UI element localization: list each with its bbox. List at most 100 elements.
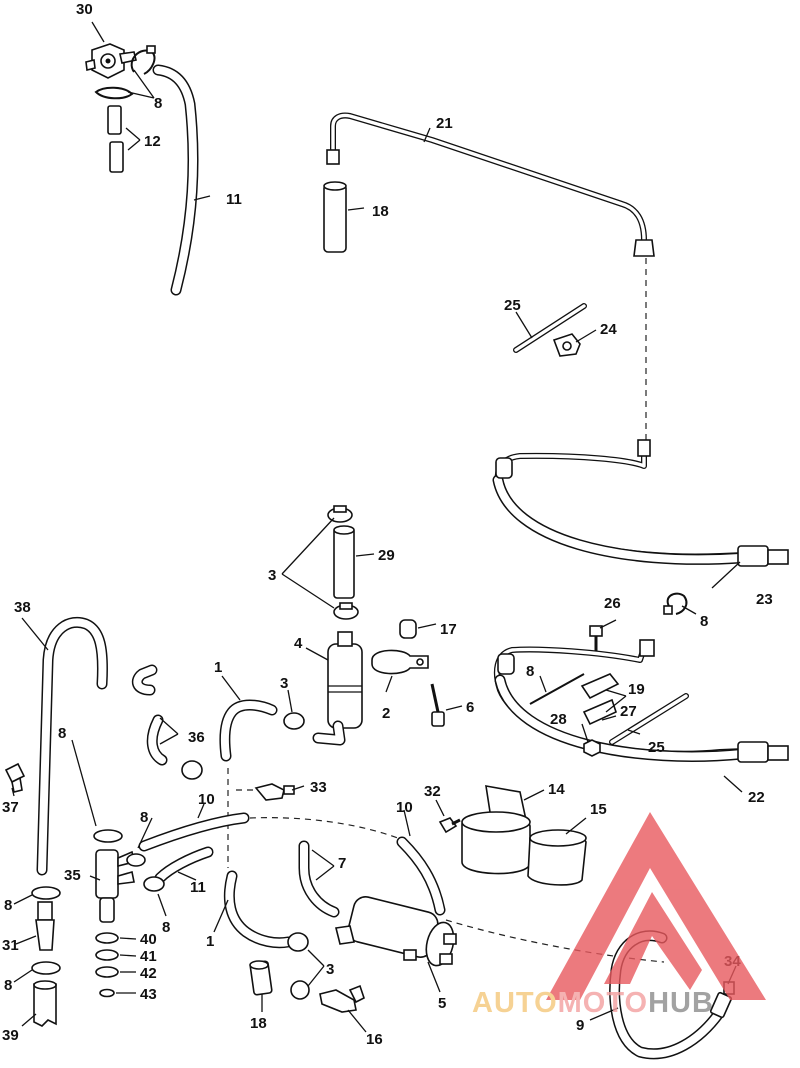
part-25-tie-strap-lower <box>609 693 689 745</box>
part-3-clamp-upper <box>327 505 353 523</box>
part-29-sleeve <box>333 525 355 599</box>
callout-25: 25 <box>648 739 665 756</box>
callout-3: 3 <box>280 675 288 692</box>
part-12-sleeves <box>107 105 124 173</box>
callout-10: 10 <box>396 799 413 816</box>
part-1-elbow-hose-lower <box>223 870 294 949</box>
callout-39: 39 <box>2 1027 19 1044</box>
part-25-tie-strap-top <box>513 303 587 353</box>
part-26-screw <box>589 625 603 654</box>
callout-27: 27 <box>620 703 637 720</box>
parts-40-43-seals <box>95 932 119 998</box>
callout-28: 28 <box>550 711 567 728</box>
callout-15: 15 <box>590 801 607 818</box>
watermark-triangle-outer <box>546 812 766 1000</box>
watermark-text-moto: MOTO <box>558 987 648 1019</box>
callout-40: 40 <box>140 931 157 948</box>
part-30-fuel-connector <box>85 43 137 79</box>
callout-16: 16 <box>366 1031 383 1048</box>
callout-12: 12 <box>144 133 161 150</box>
watermark-text-hub: HUB <box>648 987 714 1019</box>
callout-11: 11 <box>226 191 242 208</box>
callout-18: 18 <box>250 1015 267 1032</box>
part-17-grommet <box>399 619 417 639</box>
part-18-sleeve-top <box>323 181 347 253</box>
part-36-elbow-hose <box>131 664 168 766</box>
callout-29: 29 <box>378 547 395 564</box>
callout-35: 35 <box>64 867 81 884</box>
callout-41: 41 <box>140 948 157 965</box>
part-8-clamp-31-top <box>31 886 61 900</box>
callout-38: 38 <box>14 599 31 616</box>
watermark-triangle-inner <box>604 892 702 990</box>
part-1-elbow-hose-upper <box>219 699 278 762</box>
callout-3: 3 <box>326 961 334 978</box>
part-8-clamp-35-top <box>93 829 123 843</box>
callout-7: 7 <box>338 855 346 872</box>
part-7-hose <box>298 840 340 918</box>
callout-17: 17 <box>440 621 457 638</box>
part-39-sleeve <box>33 980 57 1027</box>
part-2-bracket <box>371 649 429 675</box>
callout-24: 24 <box>600 321 617 338</box>
part-19-clips <box>580 673 620 726</box>
part-14-bracket <box>461 785 531 875</box>
part-10-hose-right <box>396 836 446 916</box>
dashed-line-10-to-10 <box>249 817 409 843</box>
part-38-hose <box>36 616 108 876</box>
part-22-fuel-hose <box>493 639 789 763</box>
callout-5: 5 <box>438 995 446 1012</box>
callout-4: 4 <box>294 635 303 652</box>
callout-6: 6 <box>466 699 474 716</box>
part-35-connector <box>95 849 135 923</box>
leader-lines <box>11 21 743 1033</box>
callout-43: 43 <box>140 986 157 1003</box>
part-4-fuel-filter <box>312 631 363 746</box>
part-8-clamp-31-bottom <box>31 961 61 975</box>
part-6-screw <box>430 683 445 727</box>
part-8-tie-strap <box>529 673 585 705</box>
svg-text:AUTOMOTOHUB: AUTOMOTOHUB <box>472 987 714 1019</box>
callout-22: 22 <box>748 789 765 806</box>
part-33-fitting <box>254 783 295 801</box>
part-3-clamps-lower <box>287 932 310 1000</box>
part-10-hose-left <box>138 812 250 852</box>
callout-18: 18 <box>372 203 389 220</box>
callout-23: 23 <box>756 591 773 608</box>
callout-32: 32 <box>424 783 441 800</box>
callout-10: 10 <box>198 791 215 808</box>
part-23-fuel-hose <box>492 439 789 567</box>
callout-8: 8 <box>4 897 12 914</box>
callout-1: 1 <box>214 659 222 676</box>
callout-8: 8 <box>526 663 534 680</box>
automotohub-watermark: AUTOMOTOHUB <box>472 812 766 1019</box>
callout-11: 11 <box>190 879 206 896</box>
part-11-fuel-hose-top <box>152 64 199 296</box>
callout-9: 9 <box>576 1017 584 1034</box>
part-3-clamp-middle <box>333 602 359 620</box>
callout-3: 3 <box>268 567 276 584</box>
callout-37: 37 <box>2 799 19 816</box>
part-28-nut <box>583 739 601 757</box>
callout-14: 14 <box>548 781 565 798</box>
callout-8: 8 <box>154 95 162 112</box>
part-37-fitting <box>4 762 26 793</box>
callout-33: 33 <box>310 779 327 796</box>
part-8-clamp-right <box>663 592 688 615</box>
watermark-text-auto: AUTO <box>472 987 558 1019</box>
callout-8: 8 <box>58 725 66 742</box>
callout-2: 2 <box>382 705 390 722</box>
part-8-clamp-top <box>94 45 156 100</box>
callout-36: 36 <box>188 729 205 746</box>
part-3-clamp-1 <box>283 712 305 730</box>
callout-31: 31 <box>2 937 19 954</box>
callout-8: 8 <box>700 613 708 630</box>
part-31-fitting <box>35 901 55 951</box>
part-8-clamp-36 <box>181 760 203 780</box>
callout-labels: 30 8 12 11 21 18 25 24 3 29 23 38 26 8 1… <box>2 1 773 1048</box>
callout-25: 25 <box>504 297 521 314</box>
callout-30: 30 <box>76 1 93 18</box>
callout-19: 19 <box>628 681 645 698</box>
callout-42: 42 <box>140 965 157 982</box>
